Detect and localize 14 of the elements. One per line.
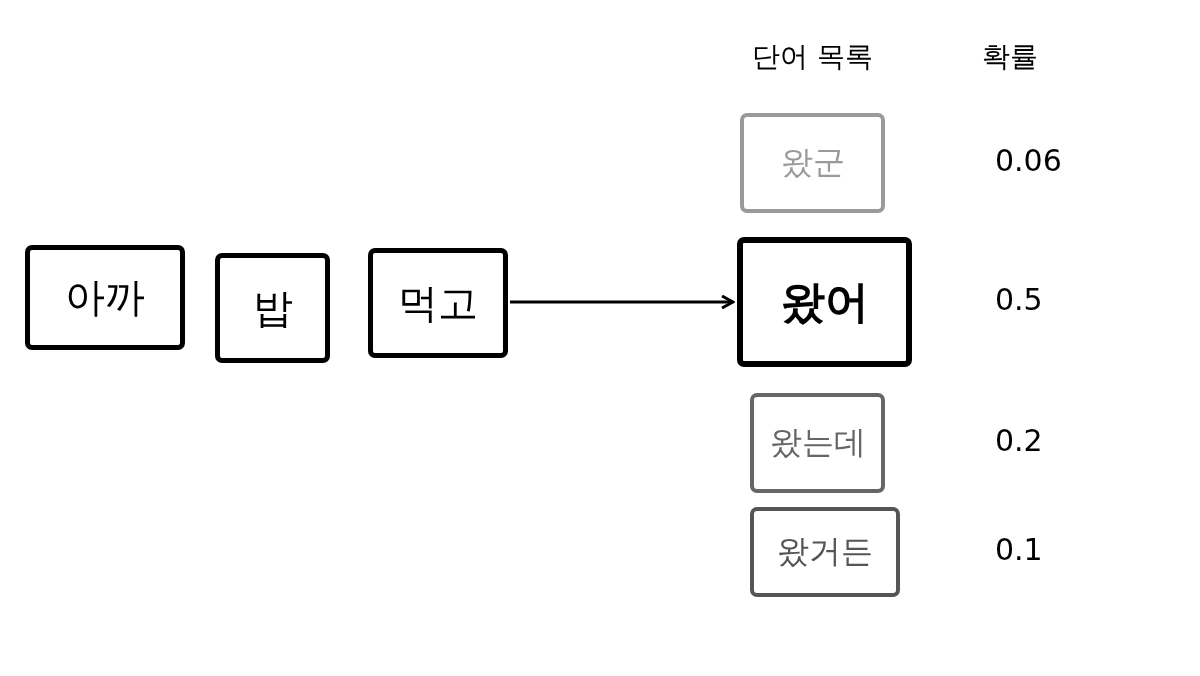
word-box: 왔거든 bbox=[750, 507, 900, 597]
word-box: 먹고 bbox=[368, 248, 508, 358]
column-header: 단어 목록 bbox=[752, 39, 873, 75]
probability-value: 0.06 bbox=[995, 143, 1062, 178]
column-header: 확률 bbox=[982, 39, 1038, 75]
arrow bbox=[510, 294, 735, 310]
probability-value: 0.1 bbox=[995, 532, 1043, 567]
word-box: 아까 bbox=[25, 245, 185, 350]
word-box: 왔는데 bbox=[750, 393, 885, 493]
probability-value: 0.5 bbox=[995, 282, 1043, 317]
word-box: 왔어 bbox=[737, 237, 912, 367]
word-box: 왔군 bbox=[740, 113, 885, 213]
probability-value: 0.2 bbox=[995, 423, 1043, 458]
word-box: 밥 bbox=[215, 253, 330, 363]
